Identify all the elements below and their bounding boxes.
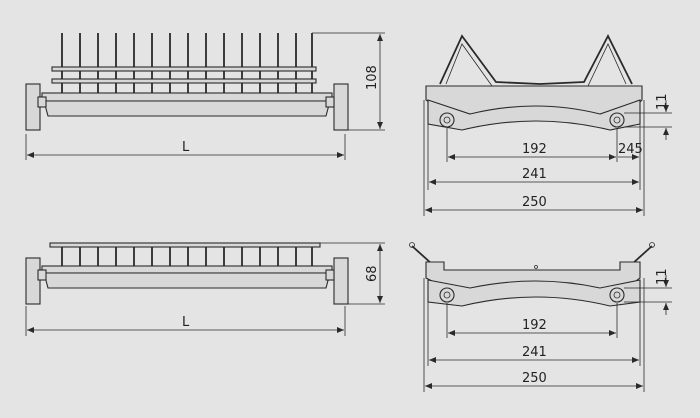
dim-hole-offset-bottom: 11 — [655, 268, 670, 285]
dim-inner-width-top: 241 — [522, 167, 547, 182]
dim-side-245: 245 — [618, 142, 643, 157]
low-rack-vertical-wires — [61, 247, 313, 266]
front-view-tall-rack: L 108 — [25, 32, 385, 160]
dim-hole-spacing-bottom: 192 — [522, 318, 547, 333]
dim-length-bottom: L — [182, 315, 190, 330]
side-view-low-rack: 11 192 241 250 — [409, 242, 672, 392]
dim-height-108: 108 — [365, 65, 380, 90]
dim-inner-width-bottom: 241 — [522, 345, 547, 360]
dim-outer-width-top: 250 — [522, 195, 547, 210]
front-view-low-rack: L 68 — [25, 242, 385, 336]
dim-outer-width-bottom: 250 — [522, 371, 547, 386]
dim-length-top: L — [182, 140, 190, 155]
dim-height-68: 68 — [365, 265, 380, 282]
dim-hole-offset-top: 11 — [655, 93, 670, 110]
rack-vertical-wires — [61, 33, 313, 96]
side-view-tall-rack: 11 192 245 241 250 — [423, 34, 672, 216]
dim-hole-spacing-top: 192 — [522, 142, 547, 157]
